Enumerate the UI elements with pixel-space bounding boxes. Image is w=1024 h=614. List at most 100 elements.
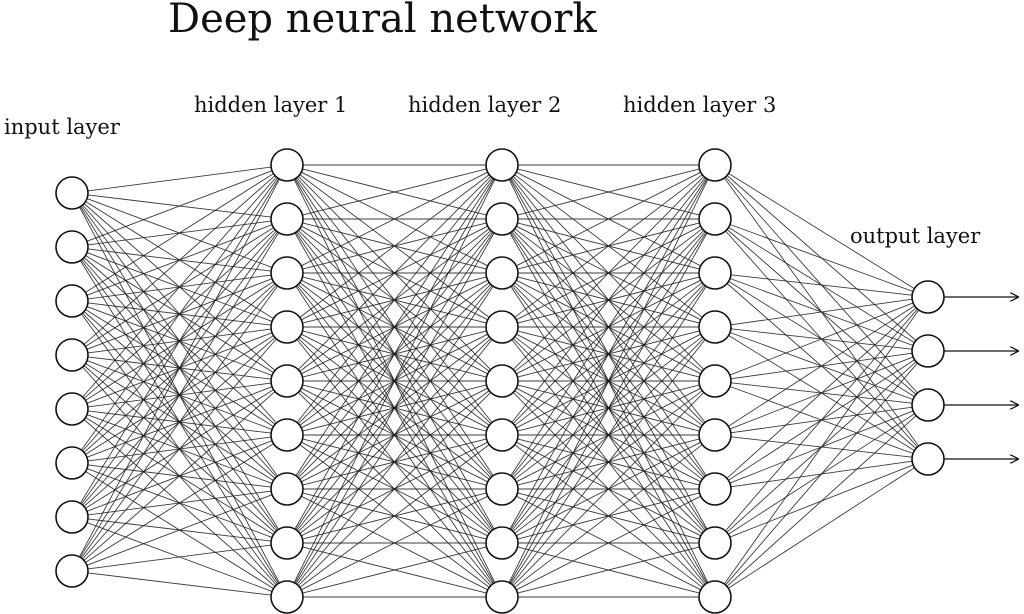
edge-input-8-to-hidden-1-7 [86,494,273,566]
edge-hidden-3-4-to-output-1 [730,298,913,326]
edge-hidden-1-3-to-hidden-2-1 [301,171,488,267]
edge-hidden-1-8-to-hidden-2-1 [294,178,495,530]
node-hidden-3-5 [698,364,732,398]
node-hidden-3-9 [698,580,732,614]
node-input-2 [55,230,89,264]
edge-input-8-to-hidden-1-3 [81,285,278,559]
edge-input-4-to-hidden-1-1 [83,175,276,345]
edge-hidden-3-3-to-output-1 [730,274,913,296]
edge-hidden-2-7-to-hidden-3-1 [510,178,707,476]
edge-hidden-3-9-to-output-4 [728,467,915,589]
edge-input-8-to-hidden-1-1 [79,178,280,558]
node-hidden-1-3 [270,256,304,290]
diagram-title: Deep neural network [168,0,597,42]
node-hidden-1-4 [270,310,304,344]
edge-hidden-1-2-to-hidden-2-1 [302,168,487,216]
edge-hidden-1-6-to-hidden-2-1 [296,177,493,423]
node-input-5 [55,392,89,426]
node-hidden-2-1 [485,148,519,182]
edge-input-5-to-hidden-1-1 [82,176,277,398]
edge-input-1-to-hidden-1-1 [87,166,272,192]
neuron-nodes [55,148,945,614]
node-hidden-2-9 [485,580,519,614]
layer-label-hidden-2: hidden layer 2 [408,93,561,117]
node-hidden-2-2 [485,202,519,236]
edge-hidden-3-7-to-output-1 [726,307,917,479]
edge-input-8-to-hidden-1-9 [87,572,272,596]
node-input-3 [55,284,89,318]
edge-hidden-2-8-to-hidden-3-1 [509,178,708,530]
node-hidden-1-2 [270,202,304,236]
edge-input-7-to-hidden-1-1 [79,178,280,504]
edge-hidden-1-7-to-hidden-2-1 [295,178,494,476]
edge-input-8-to-hidden-1-8 [87,544,272,570]
edge-hidden-1-9-to-hidden-2-2 [294,232,495,584]
edge-hidden-3-6-to-output-1 [728,305,915,427]
edge-hidden-3-9-to-output-2 [725,362,918,586]
edge-hidden-2-9-to-hidden-3-2 [509,232,708,584]
edge-input-6-to-hidden-1-1 [81,177,278,451]
node-hidden-3-6 [698,418,732,452]
edge-hidden-2-4-to-hidden-3-1 [514,174,703,318]
edge-hidden-2-9-to-hidden-3-7 [516,495,701,591]
node-hidden-1-5 [270,364,304,398]
node-hidden-2-5 [485,364,519,398]
node-input-1 [55,176,89,210]
node-hidden-3-7 [698,472,732,506]
edge-hidden-2-9-to-hidden-3-5 [512,392,705,586]
edge-hidden-1-9-to-hidden-2-8 [302,546,487,594]
node-output-1 [911,280,945,314]
connection-edges [79,164,920,598]
edge-hidden-2-9-to-hidden-3-1 [508,179,709,583]
node-output-2 [911,334,945,368]
edge-hidden-3-2-to-output-1 [729,224,914,292]
layer-label-hidden-3: hidden layer 3 [623,93,776,117]
edge-hidden-1-9-to-hidden-2-1 [293,179,496,583]
edge-input-3-to-hidden-1-1 [85,173,274,293]
node-output-4 [911,442,945,476]
node-hidden-1-6 [270,418,304,452]
edge-input-8-to-hidden-1-6 [85,443,274,563]
edge-hidden-2-5-to-hidden-3-1 [512,176,705,370]
node-input-7 [55,500,89,534]
node-hidden-2-6 [485,418,519,452]
node-hidden-1-7 [270,472,304,506]
edge-hidden-1-5-to-hidden-2-1 [297,175,492,371]
edge-hidden-2-9-to-hidden-3-3 [510,286,707,584]
edge-hidden-3-5-to-output-1 [729,302,914,376]
node-hidden-3-2 [698,202,732,236]
edge-hidden-1-9-to-hidden-2-6 [299,444,490,588]
layer-label-hidden-1: hidden layer 1 [194,93,347,117]
edge-hidden-1-9-to-hidden-2-4 [296,339,493,585]
edge-input-8-to-hidden-1-5 [83,391,276,561]
edge-hidden-3-9-to-output-1 [723,309,920,585]
edge-hidden-1-9-to-hidden-2-3 [295,286,494,584]
edge-input-2-to-hidden-1-1 [86,170,273,242]
node-output-3 [911,388,945,422]
node-hidden-2-7 [485,472,519,506]
layer-label-input: input layer [4,115,121,139]
node-hidden-2-8 [485,526,519,560]
edge-hidden-1-9-to-hidden-2-5 [297,391,492,587]
edge-hidden-3-1-to-output-1 [728,173,915,289]
edge-hidden-1-9-to-hidden-2-7 [301,495,488,591]
node-hidden-2-4 [485,310,519,344]
edge-hidden-3-9-to-output-3 [726,415,917,587]
node-hidden-3-4 [698,310,732,344]
edge-hidden-3-8-to-output-1 [725,308,918,532]
node-hidden-2-3 [485,256,519,290]
edge-hidden-2-9-to-hidden-3-4 [511,339,706,585]
node-input-4 [55,338,89,372]
edge-hidden-2-3-to-hidden-3-1 [516,171,701,267]
output-arrows [944,297,1018,459]
edge-input-8-to-hidden-1-4 [82,338,277,560]
edge-input-8-to-hidden-1-2 [79,232,280,558]
edge-hidden-2-9-to-hidden-3-8 [517,546,700,594]
edge-hidden-2-6-to-hidden-3-1 [511,177,706,423]
node-input-8 [55,554,89,588]
edge-hidden-1-4-to-hidden-2-1 [299,174,490,318]
edge-hidden-2-9-to-hidden-3-6 [514,444,703,588]
node-hidden-3-3 [698,256,732,290]
